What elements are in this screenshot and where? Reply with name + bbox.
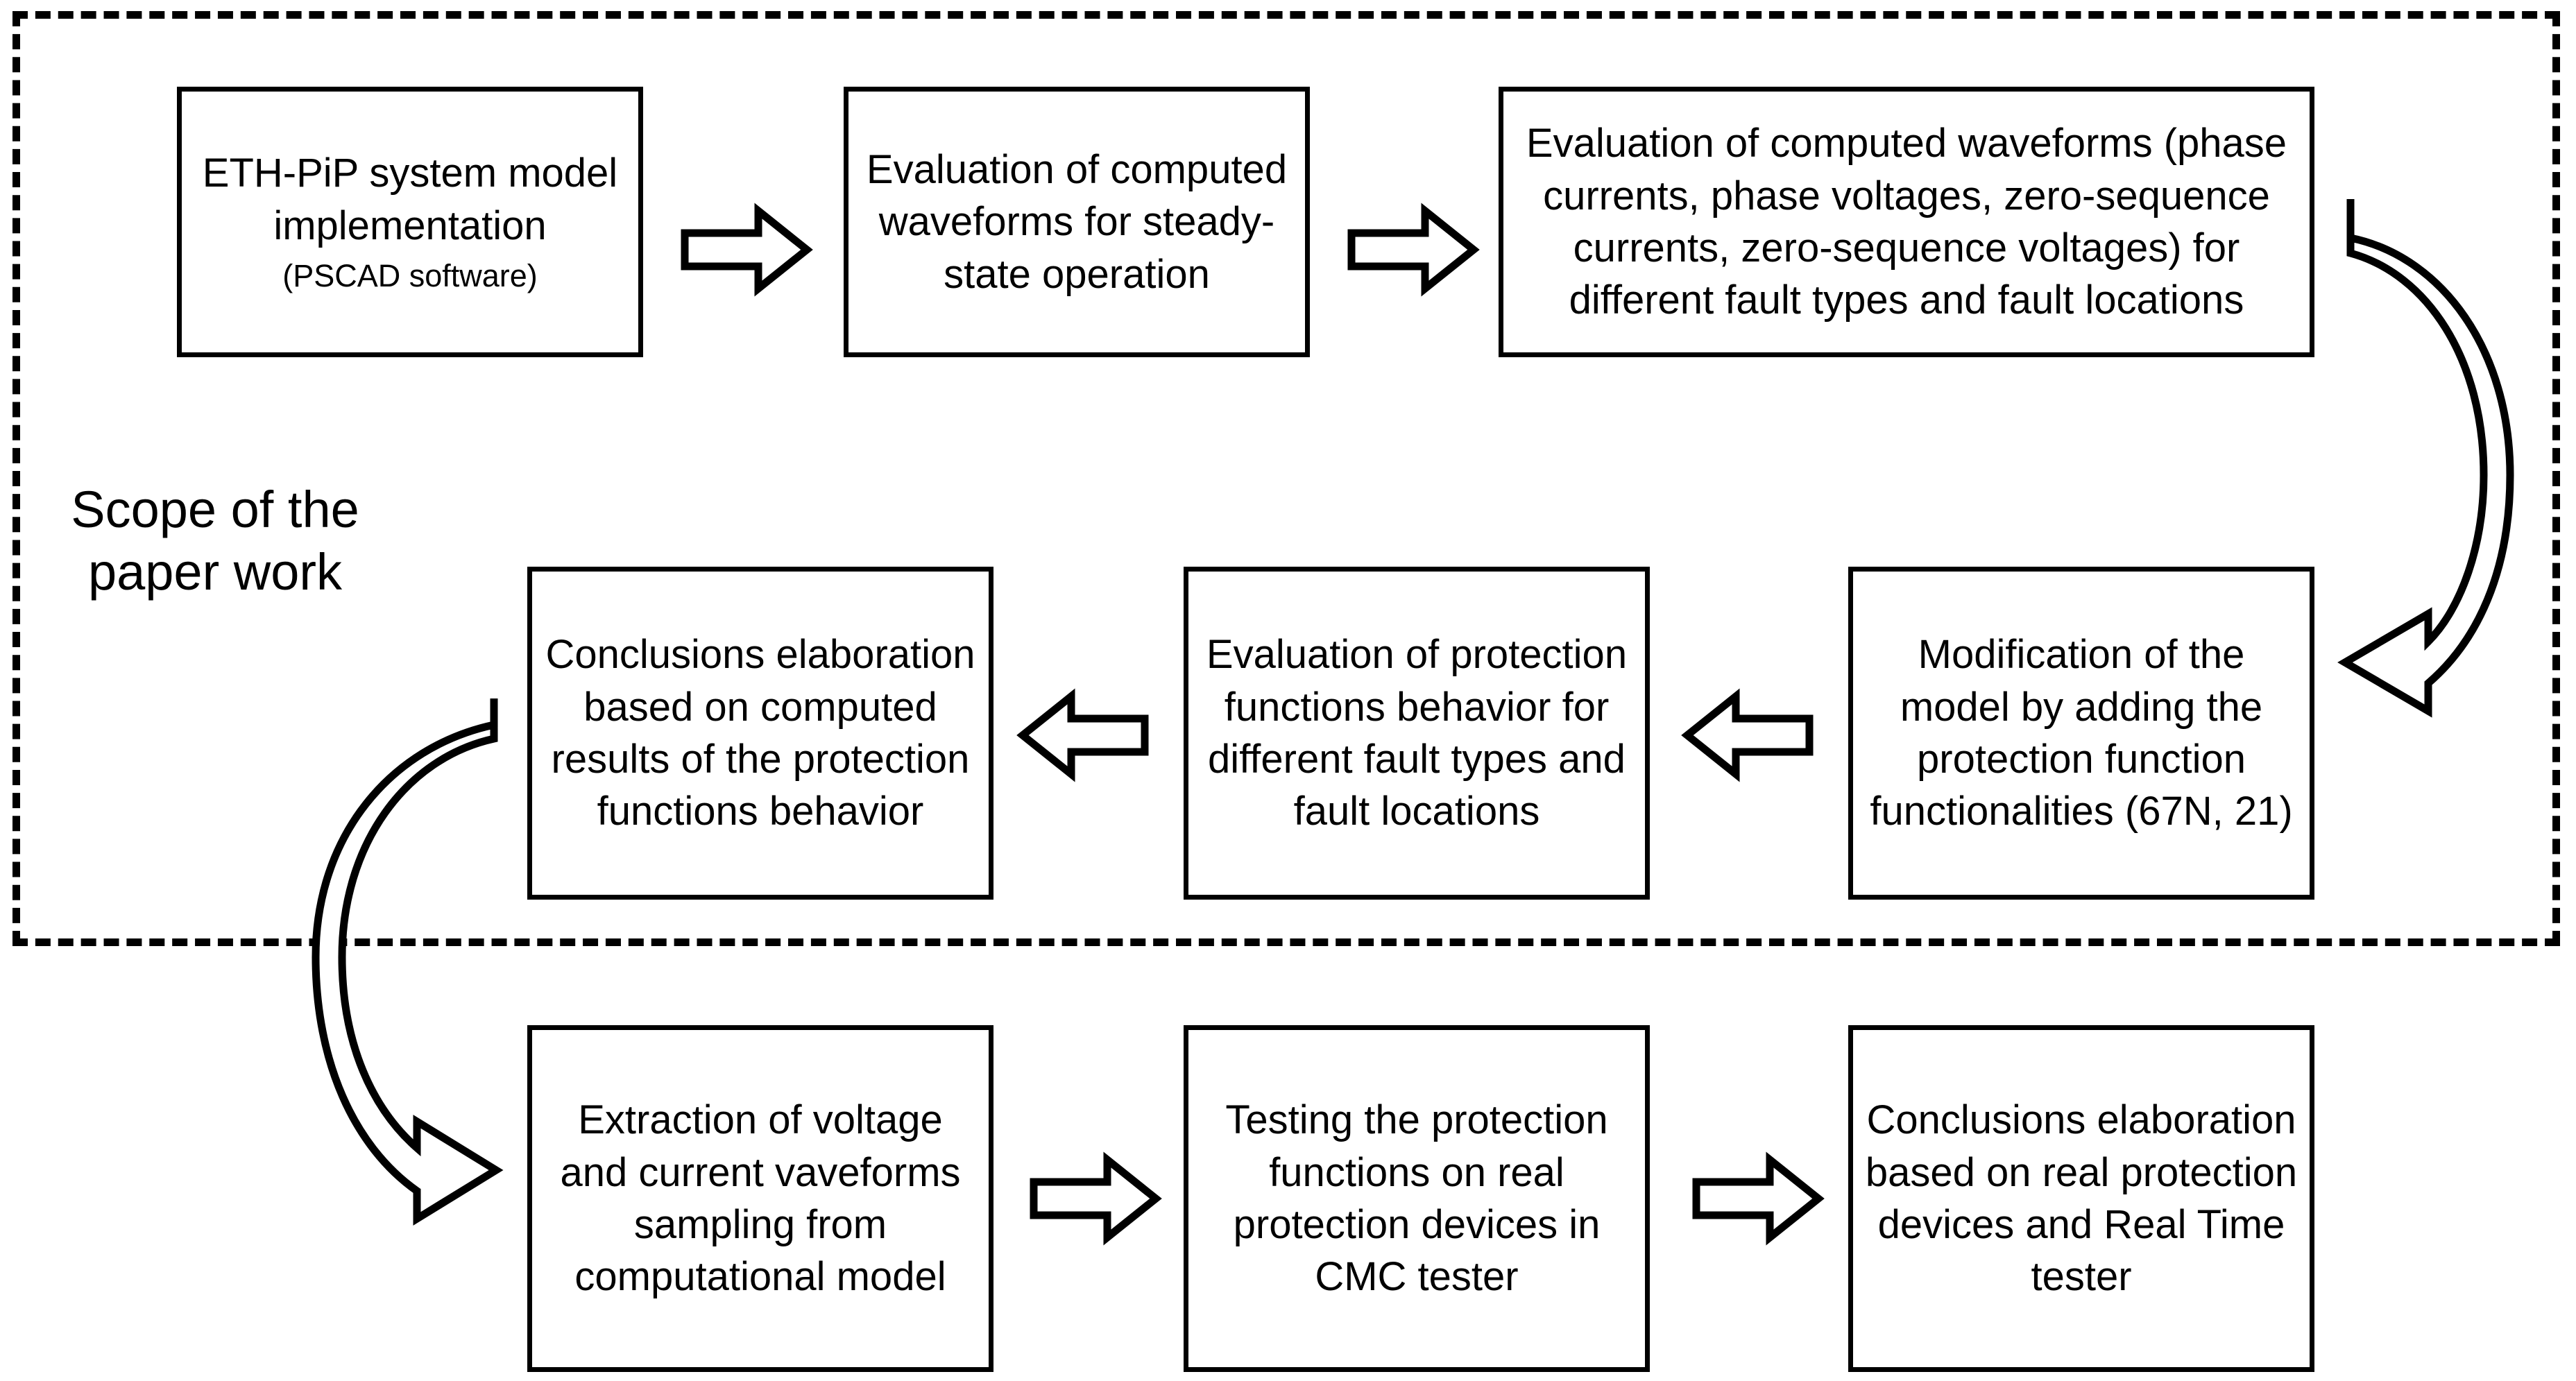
arrow-right-icon	[1347, 203, 1480, 297]
scope-dashed-frame	[12, 11, 2560, 946]
node-cmc-testing-text: Testing the protection functions on real…	[1225, 1097, 1608, 1300]
node-fault-waveform-evaluation[interactable]: Evaluation of computed waveforms (phase …	[1499, 87, 2314, 357]
node-protection-behavior-evaluation[interactable]: Evaluation of protection functions behav…	[1184, 567, 1650, 900]
arrow-right-icon	[1692, 1151, 1825, 1246]
arrow-left-icon	[1681, 688, 1814, 782]
node-fault-waveform-evaluation-text: Evaluation of computed waveforms (phase …	[1526, 121, 2287, 323]
arrow-right-icon	[1030, 1151, 1162, 1246]
arrow-curved-down-right-icon	[288, 690, 517, 1226]
node-conclusions-real-text: Conclusions elaboration based on real pr…	[1865, 1097, 2298, 1300]
node-waveform-extraction-text: Extraction of voltage and current vavefo…	[560, 1097, 961, 1300]
node-eth-pip-model-text: ETH-PiP system model implementation	[202, 151, 618, 248]
node-conclusions-computed[interactable]: Conclusions elaboration based on compute…	[527, 567, 993, 900]
node-conclusions-real[interactable]: Conclusions elaboration based on real pr…	[1848, 1025, 2314, 1372]
node-steady-state-evaluation[interactable]: Evaluation of computed waveforms for ste…	[844, 87, 1310, 357]
node-steady-state-evaluation-text: Evaluation of computed waveforms for ste…	[866, 146, 1288, 297]
node-eth-pip-model-subtext: (PSCAD software)	[282, 258, 538, 294]
arrow-curved-down-left-icon	[2337, 184, 2546, 773]
arrow-right-icon	[681, 203, 813, 297]
scope-label: Scope of the paper work	[71, 481, 359, 601]
node-protection-behavior-evaluation-text: Evaluation of protection functions behav…	[1206, 632, 1628, 834]
node-waveform-extraction[interactable]: Extraction of voltage and current vavefo…	[527, 1025, 993, 1372]
arrow-left-icon	[1016, 688, 1149, 782]
node-eth-pip-model[interactable]: ETH-PiP system model implementation (PSC…	[177, 87, 643, 357]
node-cmc-testing[interactable]: Testing the protection functions on real…	[1184, 1025, 1650, 1372]
node-model-modification[interactable]: Modification of the model by adding the …	[1848, 567, 2314, 900]
node-conclusions-computed-text: Conclusions elaboration based on compute…	[545, 632, 975, 834]
node-model-modification-text: Modification of the model by adding the …	[1870, 632, 2293, 834]
